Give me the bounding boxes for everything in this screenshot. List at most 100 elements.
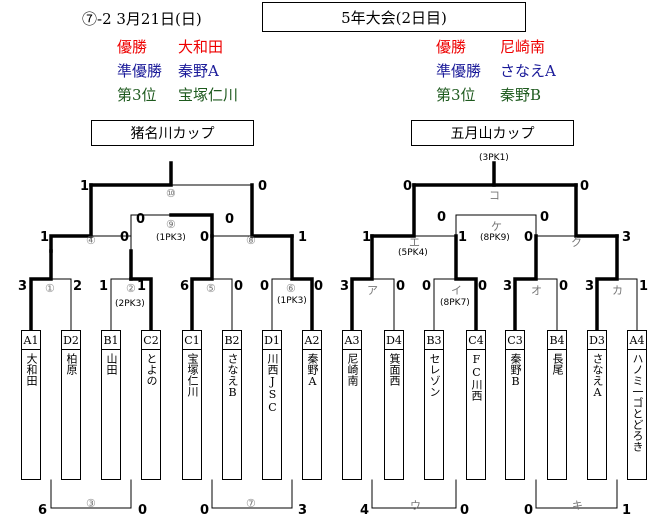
score: 6	[38, 503, 48, 518]
score: 1	[298, 230, 308, 245]
score: 1	[40, 230, 50, 245]
score: 3	[18, 279, 28, 294]
pk-result: (2PK3)	[115, 299, 145, 309]
match-label: エ	[409, 236, 420, 249]
match-label: ク	[571, 236, 582, 249]
date-label: ⑦-2 3月21日(日)	[82, 10, 202, 28]
left-winner: 大和田	[178, 38, 224, 56]
score: 3	[340, 279, 350, 294]
match-label: ア	[367, 284, 378, 297]
score: 0	[120, 230, 130, 245]
left-runner-label: 準優勝	[117, 62, 163, 80]
score: 1	[639, 279, 649, 294]
score: 3	[503, 279, 513, 294]
score: 0	[234, 279, 244, 294]
pk-result: (8PK7)	[440, 298, 470, 308]
score: 0	[478, 279, 488, 294]
score: 0	[580, 179, 590, 194]
left-third-label: 第3位	[117, 86, 157, 104]
score: 0	[460, 503, 470, 518]
score: 1	[622, 503, 632, 518]
match-label: カ	[612, 284, 623, 297]
pk-result: (1PK3)	[156, 233, 186, 243]
right-winner-label: 優勝	[436, 38, 467, 56]
match-label: イ	[451, 284, 462, 297]
left-winner-label: 優勝	[117, 38, 148, 56]
score: 2	[73, 279, 83, 294]
left-cup-title: 猪名川カップ	[91, 120, 254, 146]
score: 1	[137, 279, 147, 294]
score: 0	[200, 230, 210, 245]
score: 3	[585, 279, 595, 294]
score: 0	[136, 212, 146, 227]
right-winner: 尼崎南	[500, 38, 546, 56]
score: 0	[200, 503, 210, 518]
score: 1	[80, 179, 90, 194]
match-label: ②	[126, 282, 136, 295]
score: 0	[540, 210, 550, 225]
score: 0	[524, 230, 534, 245]
right-third: 秦野B	[500, 86, 542, 104]
score: 0	[314, 279, 324, 294]
score: 0	[422, 279, 432, 294]
match-label: コ	[489, 189, 500, 202]
score: 0	[396, 279, 406, 294]
match-label: ⑧	[246, 234, 256, 247]
pk-result: (8PK9)	[480, 233, 510, 243]
pk-result: (1PK3)	[277, 296, 307, 306]
pk-result: (3PK1)	[479, 153, 509, 163]
match-label: ⑩	[166, 187, 176, 200]
match-label: ⑨	[166, 218, 176, 231]
right-runner-label: 準優勝	[436, 62, 482, 80]
score: 6	[180, 279, 190, 294]
match-label: ケ	[491, 220, 502, 233]
match-label: ⑥	[286, 282, 296, 295]
score: 3	[298, 503, 308, 518]
score: 0	[225, 212, 235, 227]
right-third-label: 第3位	[436, 86, 476, 104]
score: 1	[458, 230, 468, 245]
score: 0	[403, 179, 413, 194]
score: 1	[99, 279, 109, 294]
left-runner: 秦野A	[178, 62, 219, 80]
match-label: ③	[86, 497, 96, 510]
score: 1	[362, 230, 372, 245]
match-label: ①	[45, 282, 55, 295]
score: 3	[622, 230, 632, 245]
match-label: ⑦	[246, 497, 256, 510]
score: 0	[138, 503, 148, 518]
match-label: キ	[572, 499, 583, 512]
right-cup-title: 五月山カップ	[411, 120, 574, 146]
right-runner: さなえA	[500, 62, 556, 80]
pk-result: (5PK4)	[398, 248, 428, 258]
score: 0	[260, 279, 270, 294]
match-label: ウ	[410, 499, 421, 512]
score: 4	[360, 503, 370, 518]
left-third: 宝塚仁川	[178, 86, 239, 104]
score: 0	[437, 210, 447, 225]
match-label: オ	[531, 284, 542, 297]
tournament-title: 5年大会(2日目)	[262, 2, 526, 32]
score: 0	[258, 179, 268, 194]
match-label: ⑤	[206, 282, 216, 295]
score: 0	[524, 503, 534, 518]
score: 0	[559, 279, 569, 294]
match-label: ④	[86, 234, 96, 247]
